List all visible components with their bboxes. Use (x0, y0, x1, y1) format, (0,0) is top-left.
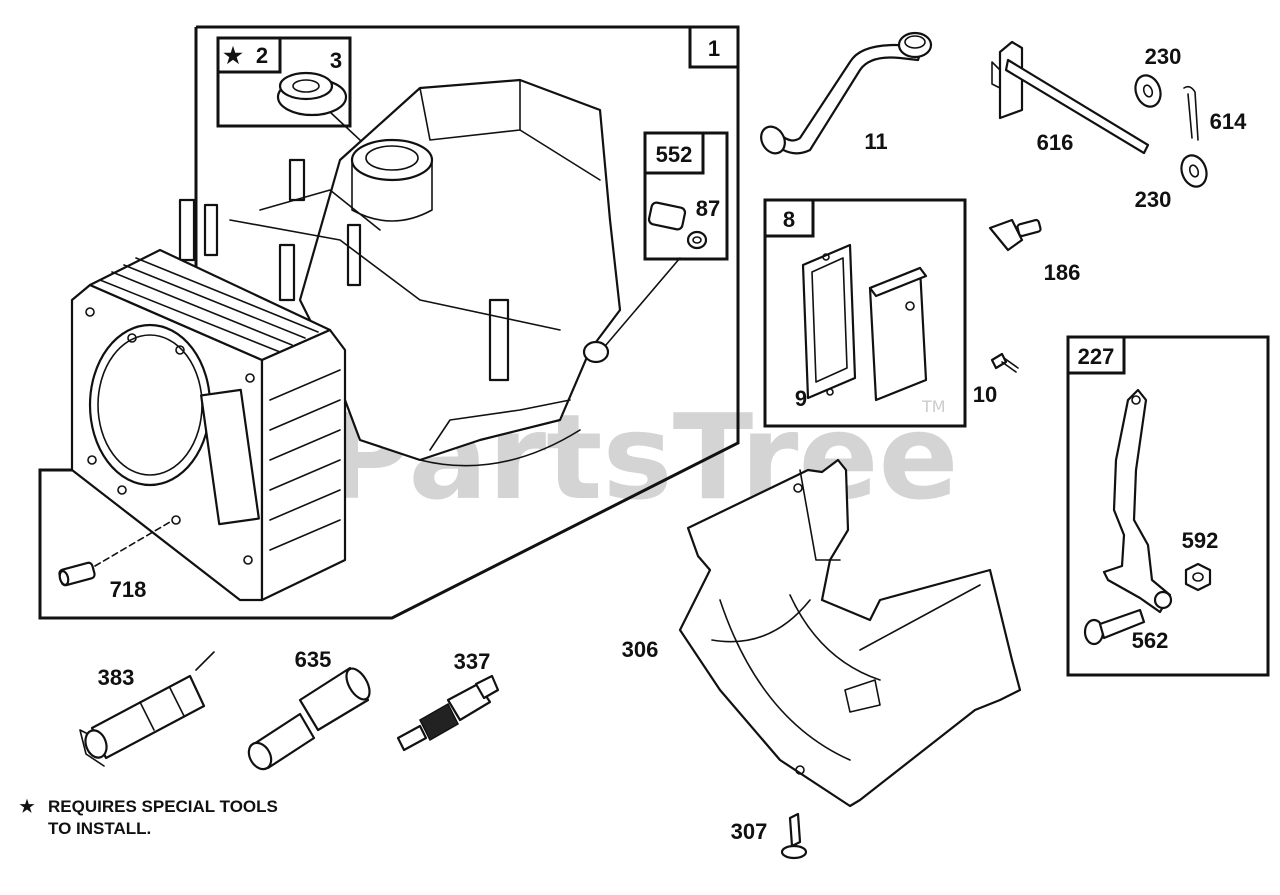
callout-614[interactable]: 614 (1210, 109, 1247, 134)
callout-11[interactable]: 11 (864, 129, 887, 154)
callout-10[interactable]: 10 (973, 382, 997, 407)
bushing-icon (647, 201, 708, 250)
box-8-label-frame (763, 198, 815, 238)
box-227-frame (1066, 335, 1270, 677)
callout-562[interactable]: 562 (1132, 628, 1169, 653)
callout-1[interactable]: 1 (708, 36, 720, 61)
hex-nut-icon (1184, 562, 1212, 592)
callout-337[interactable]: 337 (454, 649, 491, 674)
box-227-label-frame (1066, 335, 1126, 375)
callout-307[interactable]: 307 (731, 819, 768, 844)
cover-plate-icon (868, 266, 928, 402)
hairpin-clip-icon (1183, 85, 1199, 141)
box-2-label-frame (216, 36, 282, 74)
box-2-frame (216, 36, 352, 128)
footnote-line-2: TO INSTALL. (48, 819, 151, 838)
callout-8[interactable]: 8 (783, 207, 795, 232)
callout-230-top[interactable]: 230 (1145, 44, 1182, 69)
callout-718[interactable]: 718 (110, 577, 147, 602)
spark-plug-icon (396, 674, 500, 752)
box-8-frame (763, 198, 967, 428)
callout-383[interactable]: 383 (98, 665, 135, 690)
elbow-fitting-icon (988, 218, 1042, 252)
callout-3[interactable]: 3 (330, 48, 342, 73)
bolt-562-icon (1083, 608, 1146, 646)
washer-bottom-icon (1180, 154, 1208, 188)
oil-seal-icon (276, 71, 348, 117)
callout-552[interactable]: 552 (656, 142, 693, 167)
link-rod-icon (991, 40, 1150, 155)
box-552-label-frame (643, 131, 705, 175)
tool-383-icon (79, 651, 215, 767)
callout-227[interactable]: 227 (1078, 344, 1115, 369)
callout-186[interactable]: 186 (1044, 260, 1081, 285)
footnote-line-1: REQUIRES SPECIAL TOOLS (48, 797, 278, 816)
washer-top-icon (1134, 74, 1162, 108)
leader-718 (94, 521, 171, 567)
callout-87[interactable]: 87 (696, 196, 720, 221)
breather-tube-icon (760, 31, 933, 155)
callout-616[interactable]: 616 (1037, 130, 1074, 155)
air-guide-icon (678, 458, 1022, 808)
star-icon: ★ (223, 43, 243, 68)
dowel-pin-icon (58, 561, 96, 587)
footnote-star-icon: ★ (19, 797, 35, 816)
callout-592[interactable]: 592 (1182, 528, 1219, 553)
callout-9[interactable]: 9 (795, 386, 807, 411)
watermark-trademark: TM (921, 397, 946, 416)
governor-lever-icon (1102, 388, 1173, 614)
leader-552 (599, 257, 681, 353)
cylinder-block-icon (70, 78, 622, 602)
box-1-label-frame (688, 25, 740, 69)
tool-635-icon (247, 666, 371, 771)
callout-230-bottom[interactable]: 230 (1135, 187, 1172, 212)
callout-306[interactable]: 306 (622, 637, 659, 662)
gasket-icon (801, 243, 857, 400)
screw-307-icon (780, 812, 808, 860)
callout-2[interactable]: 2 (256, 43, 268, 68)
callout-635[interactable]: 635 (295, 647, 332, 672)
screw-10-icon (990, 352, 1019, 373)
